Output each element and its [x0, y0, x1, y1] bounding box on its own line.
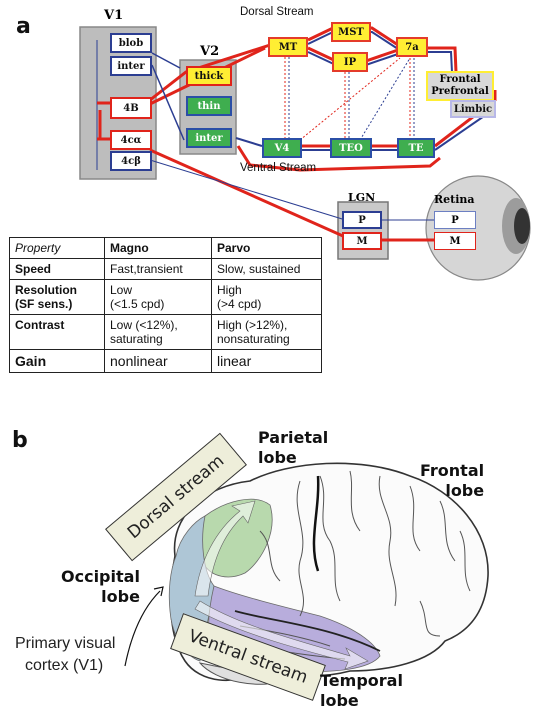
cell-magno: Fast,transient: [104, 258, 212, 280]
area-teo: TEO: [330, 138, 372, 158]
area-te: TE: [397, 138, 435, 158]
cell-property: Resolution(SF sens.): [9, 279, 105, 315]
lgn-title: LGN: [348, 191, 376, 204]
v2-title: V2: [200, 44, 220, 59]
v2-stripe-thin: thin: [186, 96, 232, 116]
retina-lens-inner: [514, 208, 530, 244]
v1-title: V1: [104, 8, 124, 23]
table-header-row: Property Magno Parvo: [9, 237, 322, 259]
header-property: Property: [9, 237, 105, 259]
table-row: Contrast Low (<12%),saturating High (>12…: [9, 314, 322, 350]
retina-title: Retina: [434, 193, 475, 206]
area-mst: MST: [331, 22, 371, 42]
cell-property: Contrast: [9, 314, 105, 350]
ventral-arrow: [194, 600, 369, 670]
cell-parvo: High (>12%),nonsaturating: [211, 314, 322, 350]
frontal-prefrontal-box: Frontal Prefrontal: [426, 71, 494, 101]
v1-layer-blob: blob: [110, 33, 152, 53]
retina-p: P: [434, 211, 476, 229]
retina-m: M: [434, 232, 476, 250]
ventral-stream-label: Ventral Stream: [240, 162, 317, 174]
v2-stripe-inter: inter: [186, 128, 232, 148]
area-v4: V4: [262, 138, 302, 158]
table-row: Resolution(SF sens.) Low(<1.5 cpd) High(…: [9, 279, 322, 315]
cell-magno: nonlinear: [104, 349, 212, 373]
v1-layer-4b: 4B: [110, 97, 152, 119]
header-parvo: Parvo: [211, 237, 322, 259]
table-row: Speed Fast,transient Slow, sustained: [9, 258, 322, 280]
lgn-p: P: [342, 211, 382, 229]
cell-property: Speed: [9, 258, 105, 280]
cell-magno: Low(<1.5 cpd): [104, 279, 212, 315]
magno-parvo-table: Property Magno Parvo Speed Fast,transien…: [9, 237, 322, 373]
lgn-m: M: [342, 232, 382, 250]
area-7a: 7a: [396, 37, 428, 57]
table-row: Gain nonlinear linear: [9, 349, 322, 373]
area-ip: IP: [332, 52, 368, 72]
prefrontal-label: Prefrontal: [431, 86, 489, 97]
dorsal-stream-label: Dorsal Stream: [240, 6, 314, 18]
panel-b-letter: b: [12, 428, 28, 453]
cell-parvo: Slow, sustained: [211, 258, 322, 280]
v1-layer-4calpha: 4cα: [110, 130, 152, 150]
dorsal-arrow: [194, 500, 256, 597]
cell-magno: Low (<12%),saturating: [104, 314, 212, 350]
v1-layer-4cbeta: 4cβ: [110, 151, 152, 171]
header-magno: Magno: [104, 237, 212, 259]
cell-parvo: High(>4 cpd): [211, 279, 322, 315]
brain-illustration: [124, 462, 489, 685]
v2-stripe-thick: thick: [186, 66, 232, 86]
cell-property: Gain: [9, 349, 105, 373]
panel-a-letter: a: [16, 14, 31, 39]
limbic-box: Limbic: [450, 100, 496, 118]
cell-parvo: linear: [211, 349, 322, 373]
v1-pointer: [124, 590, 161, 667]
area-mt: MT: [268, 37, 308, 57]
retina-eye: [425, 175, 531, 281]
frontal-label: Frontal: [439, 74, 481, 85]
v1-layer-inter: inter: [110, 56, 152, 76]
